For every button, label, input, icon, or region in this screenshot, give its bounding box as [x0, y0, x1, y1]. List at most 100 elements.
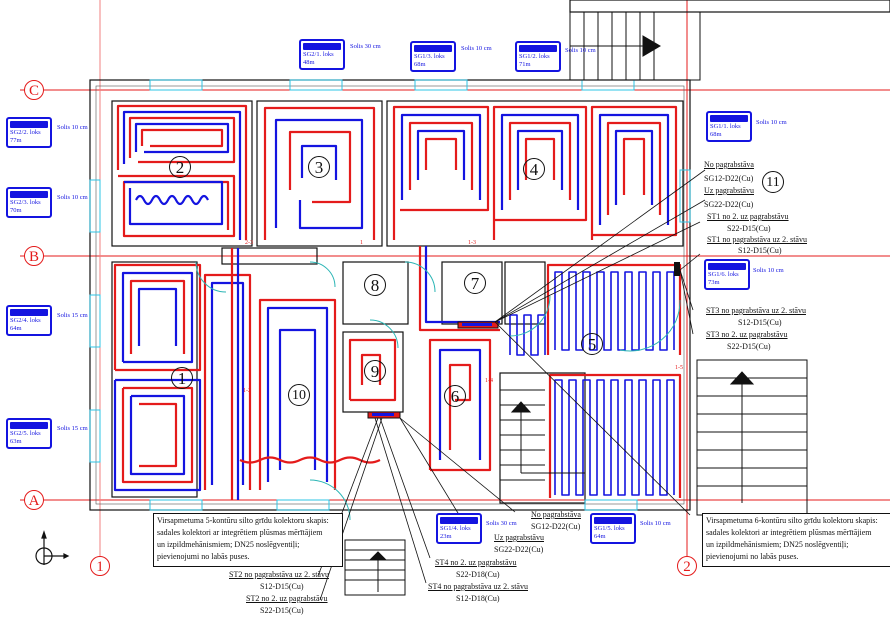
- loop-length: 71m: [519, 61, 531, 68]
- heating-loops: [113, 104, 682, 500]
- pipe-supply: [118, 174, 236, 238]
- pipe-return: [516, 129, 564, 190]
- room-number-5: 5: [581, 333, 603, 355]
- uponor-logo: uponor: [10, 191, 48, 198]
- axis-bubble-2: 2: [677, 556, 697, 576]
- pipe-label: Uz pagrabstāvu: [494, 533, 544, 542]
- pipe-return: [278, 328, 317, 470]
- pipe-supply: [121, 386, 194, 484]
- loop-name: SG2/2. loks: [10, 129, 41, 136]
- pipe-code: S22-D15(Cu): [727, 342, 771, 351]
- axis-bubble-1: 1: [90, 556, 110, 576]
- window: [89, 179, 101, 233]
- pipe-spacing: Solis 10 cm: [756, 119, 787, 126]
- pipe-code: S22-D15(Cu): [727, 224, 771, 233]
- loop-length: 64m: [10, 325, 22, 332]
- pipe-label: ST2 no 2. uz pagrabstāvu: [246, 594, 328, 603]
- pipe-code: S12-D15(Cu): [738, 318, 782, 327]
- collector-manifold: [462, 323, 492, 326]
- uponor-logo: uponor: [440, 517, 478, 524]
- leader-line: [399, 417, 516, 513]
- door-swing: [619, 299, 681, 352]
- north-arrow-icon: [35, 530, 70, 565]
- window: [149, 79, 203, 91]
- pipe-supply: [129, 279, 186, 354]
- loop-name: SG2/1. loks: [303, 51, 334, 58]
- pipe-return: [210, 281, 245, 485]
- pipe-return: [300, 144, 338, 180]
- pipe-supply: [113, 263, 202, 372]
- stairs: [344, 11, 808, 596]
- uponor-logo: uponor: [10, 121, 48, 128]
- pipe-return: [500, 113, 580, 210]
- door-swing: [309, 261, 336, 288]
- pipe-return: [614, 129, 654, 205]
- pipe-label: ST4 no 2. uz pagrabstāvu: [435, 558, 517, 567]
- leader-line: [679, 253, 701, 271]
- pipe-code: SG12-D22(Cu): [704, 174, 754, 183]
- pipe-label: No pagrabstāva: [704, 160, 754, 169]
- uponor-logo: uponor: [710, 115, 748, 122]
- loop-mark: 1-5: [675, 365, 683, 371]
- pipe-label: ST3 no pagrabstāva uz 2. stāvu: [706, 306, 806, 315]
- upper-stair-rail: [569, 0, 890, 13]
- pipe-supply: [448, 363, 472, 450]
- pipe-label: ST1 no 2. uz pagrabstāvu: [707, 212, 789, 221]
- window: [289, 79, 343, 91]
- stair-center: [500, 389, 585, 481]
- pipe-return: [137, 287, 178, 346]
- pipe-supply: [418, 246, 500, 332]
- window: [581, 79, 635, 91]
- room-number-2: 2: [169, 156, 191, 178]
- collector-manifold: [372, 413, 394, 416]
- note-line: un izpildmehānismiem; DN25 noslēgventiļi…: [706, 540, 849, 549]
- loop-length: 23m: [440, 533, 452, 540]
- window: [414, 79, 468, 91]
- uponor-logo: uponor: [708, 263, 746, 270]
- note-line: un izpildmehānismiem; DN25 noslēgventiļi…: [157, 540, 300, 549]
- pipe-return: [400, 113, 482, 200]
- pipe-code: S12-D15(Cu): [738, 246, 782, 255]
- loop-name: SG1/3. loks: [414, 53, 445, 60]
- pipe-spacing: Solis 10 cm: [57, 194, 88, 201]
- room-number-1: 1: [171, 367, 193, 389]
- pipe-spacing: Solis 15 cm: [57, 312, 88, 319]
- pipe-supply: [392, 105, 490, 240]
- room-3-wall: [256, 100, 383, 247]
- room-2-wall: [111, 100, 253, 247]
- pipe-label: Uz pagrabstāvu: [704, 186, 754, 195]
- loop-name: SG2/3. loks: [10, 199, 41, 206]
- room-number-8: 8: [364, 274, 386, 296]
- collector-6-note: Virsapmetuma 6-kontūru silto grīdu kolek…: [702, 513, 890, 567]
- note-line: pievienojumi no labās puses.: [706, 552, 799, 561]
- pipe-label: ST2 no pagrabstāva uz 2. stāvu: [229, 570, 329, 579]
- stair-top: [569, 11, 701, 81]
- room-number-9: 9: [364, 360, 386, 382]
- room-number-6: 6: [444, 385, 466, 407]
- pipe-return: [424, 246, 500, 324]
- stair-bottom: [344, 539, 406, 596]
- window: [679, 169, 691, 223]
- note-line: pievienojumi no labās puses.: [157, 552, 250, 561]
- loop-length: 73m: [708, 279, 720, 286]
- loop-mark: 2-3: [245, 240, 253, 246]
- leader-line: [494, 221, 701, 323]
- loop-name: SG1/6. loks: [708, 271, 739, 278]
- pipe-return: [121, 271, 194, 364]
- loop-name: SG1/4. loks: [440, 525, 471, 532]
- collector-5-note: Virsapmetuma 5-kontūru silto grīdu kolek…: [153, 513, 343, 567]
- pipe-supply: [116, 104, 248, 240]
- pipe-supply: [140, 128, 224, 148]
- door-swing: [509, 295, 551, 337]
- pipe-return: [124, 180, 224, 226]
- window: [149, 499, 203, 511]
- note-line: Virsapmetuma 5-kontūru silto grīdu kolek…: [157, 516, 329, 525]
- axis-bubble-a: A: [24, 490, 44, 510]
- pipe-label: No pagrabstāva: [531, 510, 581, 519]
- uponor-logo: uponor: [594, 517, 632, 524]
- door-swing: [195, 261, 227, 293]
